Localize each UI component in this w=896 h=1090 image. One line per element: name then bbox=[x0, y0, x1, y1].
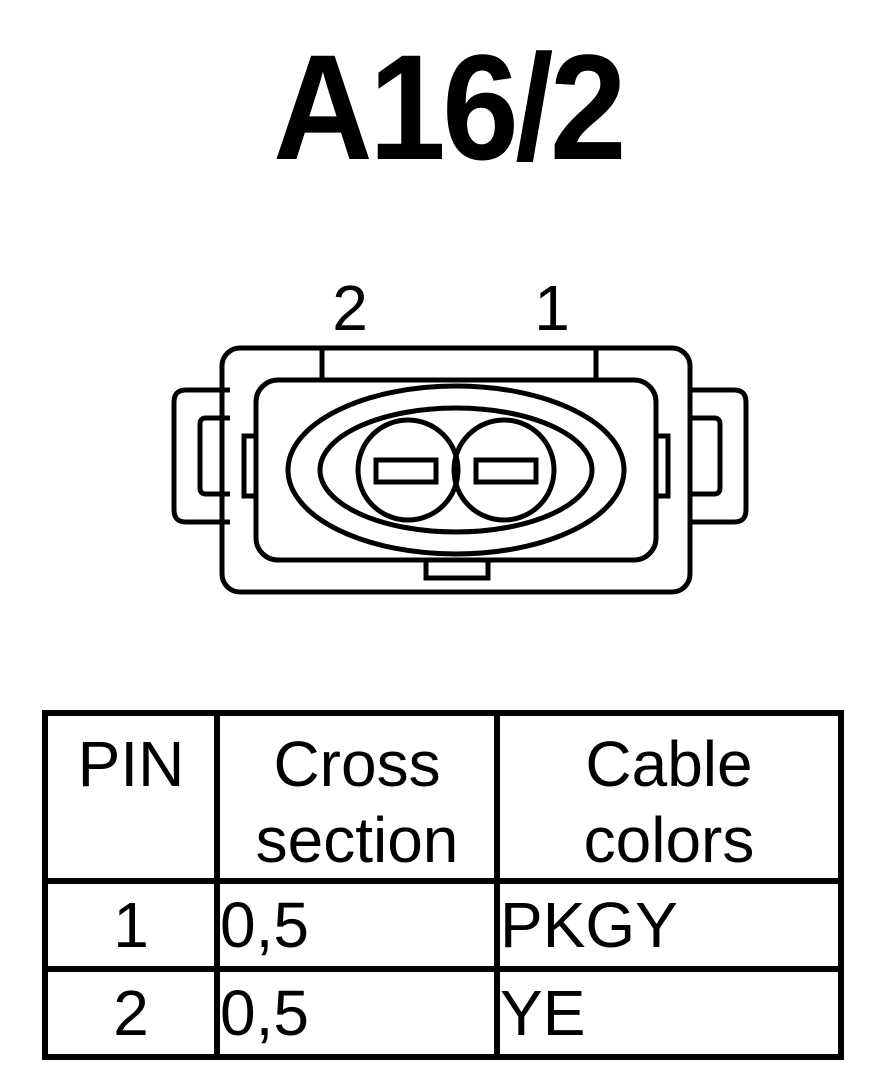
connector-drawing: 2 1 bbox=[171, 272, 749, 595]
pin-number: 1 bbox=[42, 878, 220, 972]
diagram-title: A16/2 bbox=[273, 23, 627, 191]
header-cable-colors: Cable colors bbox=[494, 710, 844, 884]
left-latch-inner bbox=[197, 415, 230, 497]
pin-1-socket bbox=[451, 417, 557, 523]
cross-section-value: 0,5 bbox=[214, 966, 500, 1060]
pin-table: PIN Cross section Cable colors 1 0,5 PKG… bbox=[42, 710, 844, 1060]
cable-color-value: YE bbox=[494, 966, 844, 1060]
pin-1-label: 1 bbox=[534, 272, 570, 344]
right-latch-inner bbox=[690, 415, 723, 497]
table-row: 1 0,5 PKGY bbox=[42, 878, 844, 972]
pin-2-slot bbox=[373, 457, 439, 485]
table-header-row: PIN Cross section Cable colors bbox=[42, 710, 844, 884]
table-row: 2 0,5 YE bbox=[42, 966, 844, 1060]
pin-2-label: 2 bbox=[332, 272, 368, 344]
cross-section-value: 0,5 bbox=[214, 878, 500, 972]
left-latch bbox=[171, 387, 230, 525]
cable-color-value: PKGY bbox=[494, 878, 844, 972]
outer-ellipse bbox=[285, 383, 627, 557]
right-latch bbox=[690, 387, 749, 525]
header-cross-section: Cross section bbox=[214, 710, 500, 884]
key-tab bbox=[423, 560, 491, 581]
pin-number: 2 bbox=[42, 966, 220, 1060]
pin-2-socket bbox=[355, 417, 461, 523]
housing-outer bbox=[219, 345, 693, 595]
inner-ellipse bbox=[317, 405, 595, 535]
housing-inner bbox=[253, 377, 659, 563]
header-pin: PIN bbox=[42, 710, 220, 884]
pin-1-slot bbox=[473, 457, 539, 485]
